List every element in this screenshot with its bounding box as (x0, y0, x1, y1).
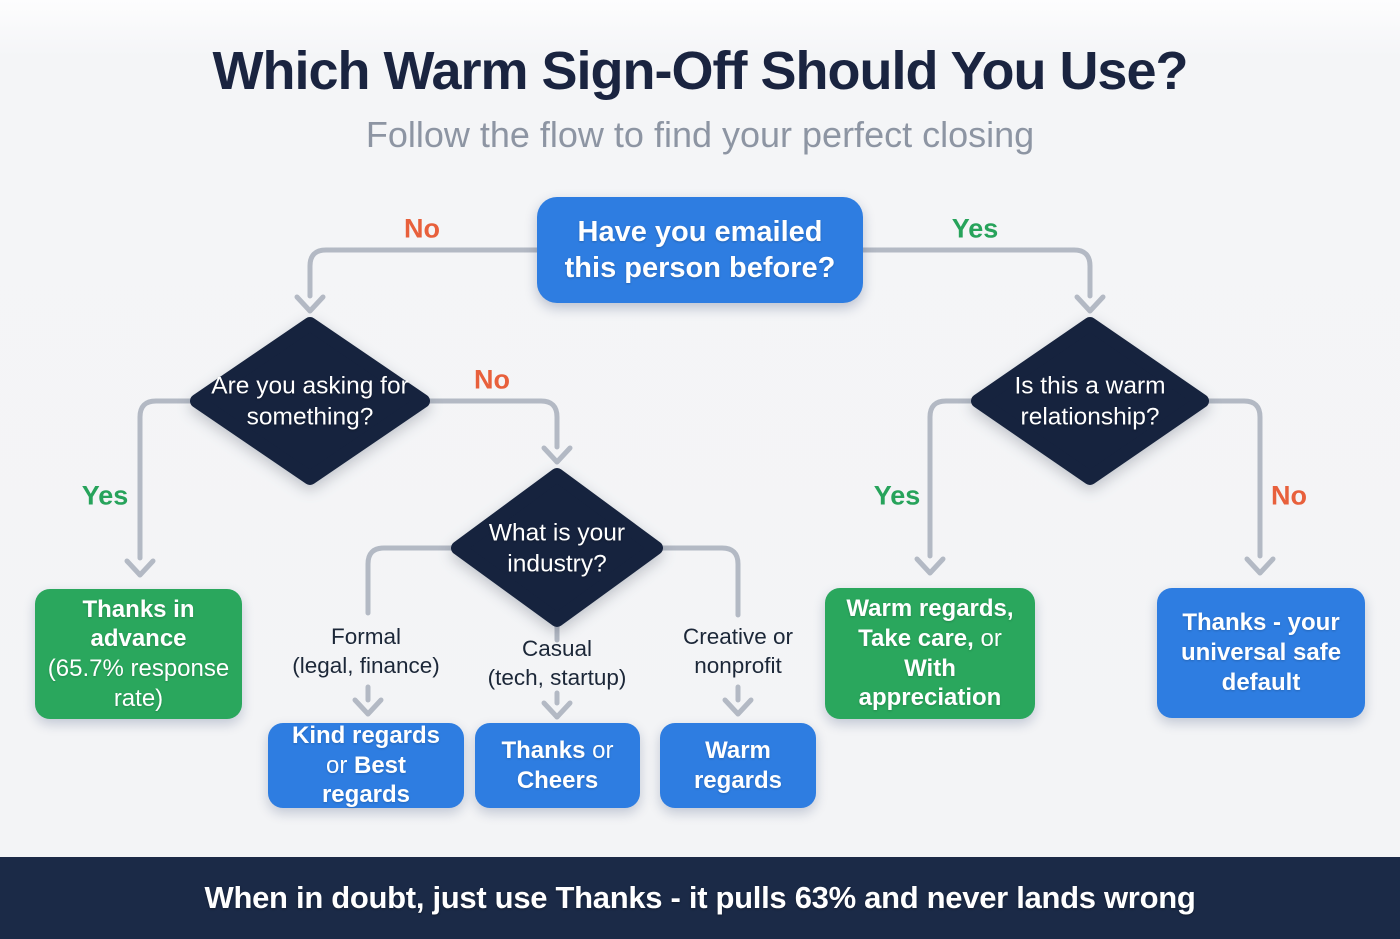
edge-root-yes-arrowhead (1074, 294, 1106, 314)
footer-tip-text: When in doubt, just use Thanks - it pull… (204, 880, 1196, 915)
edge-industry-casual-arrowhead (541, 700, 573, 720)
branch-label-formal: Formal (legal, finance) (292, 623, 440, 678)
edge-industry-formal-arrowhead (352, 697, 384, 717)
result-thanks-in-advance: Thanks in advance(65.7% response rate) (35, 589, 242, 719)
branch-label-creative: Creative or nonprofit (682, 623, 794, 678)
edge-label-root-no: No (404, 213, 440, 244)
decision-asking-text: Are you asking for something? (211, 372, 409, 430)
result-thanks-or-cheers-text: Thanks or Cheers (501, 736, 614, 794)
edge-asking-no-arrowhead (541, 445, 573, 465)
result-warm-regards: Warm regards (660, 723, 816, 808)
edge-root-yes-line (860, 247, 1093, 299)
edge-label-warm-no: No (1271, 480, 1307, 511)
footer-banner: When in doubt, just use Thanks - it pull… (0, 857, 1400, 939)
root-question-node: Have you emailed this person before? (537, 197, 863, 303)
page-subtitle: Follow the flow to find your perfect clo… (365, 114, 1035, 155)
result-thanks-or-cheers: Thanks or Cheers (475, 723, 640, 808)
decision-asking-diamond (190, 317, 430, 485)
edge-industry-creative-arrowhead (722, 697, 754, 717)
decision-industry-diamond (451, 468, 663, 627)
edge-warm-no-line (1200, 398, 1263, 559)
edge-industry-formal-stub (365, 545, 461, 616)
edge-asking-yes-arrowhead (124, 558, 156, 578)
edge-root-no-arrowhead (294, 294, 326, 314)
edge-root-no-line (307, 247, 540, 299)
result-thanks-in-advance-text: Thanks in advance(65.7% response rate) (47, 595, 230, 712)
edge-industry-creative-stub (654, 545, 741, 618)
decision-industry-text: What is your industry? (488, 519, 626, 577)
edge-warm-yes-line (927, 398, 980, 559)
decision-warm-text: Is this a warm relationship? (1014, 372, 1166, 430)
edge-asking-no-line (421, 398, 560, 450)
edge-label-asking-no: No (474, 364, 510, 395)
root-question-text: Have you emailed this person before? (564, 215, 836, 284)
result-kind-or-best-regards-text: Kind regards or Best regards (291, 721, 441, 809)
result-kind-or-best-regards: Kind regards or Best regards (268, 721, 464, 809)
edge-warm-no-arrowhead (1244, 556, 1276, 576)
branch-label-casual: Casual (tech, startup) (487, 635, 627, 690)
decision-warm-diamond (971, 317, 1209, 485)
result-warm-take-care-text: Warm regards, Take care, or With appreci… (846, 595, 1014, 712)
edge-asking-yes-line (137, 398, 199, 561)
edge-label-root-yes: Yes (951, 213, 999, 244)
result-warm-take-care: Warm regards, Take care, or With appreci… (825, 588, 1035, 719)
result-warm-regards-text: Warm regards (693, 736, 783, 794)
result-thanks-default-text: Thanks - your universal safe default (1180, 609, 1342, 696)
page-title: Which Warm Sign-Off Should You Use? (212, 41, 1189, 101)
edge-label-asking-yes: Yes (81, 480, 129, 511)
edge-label-warm-yes: Yes (873, 480, 921, 511)
edge-warm-yes-arrowhead (914, 556, 946, 576)
result-thanks-default: Thanks - your universal safe default (1157, 588, 1365, 718)
